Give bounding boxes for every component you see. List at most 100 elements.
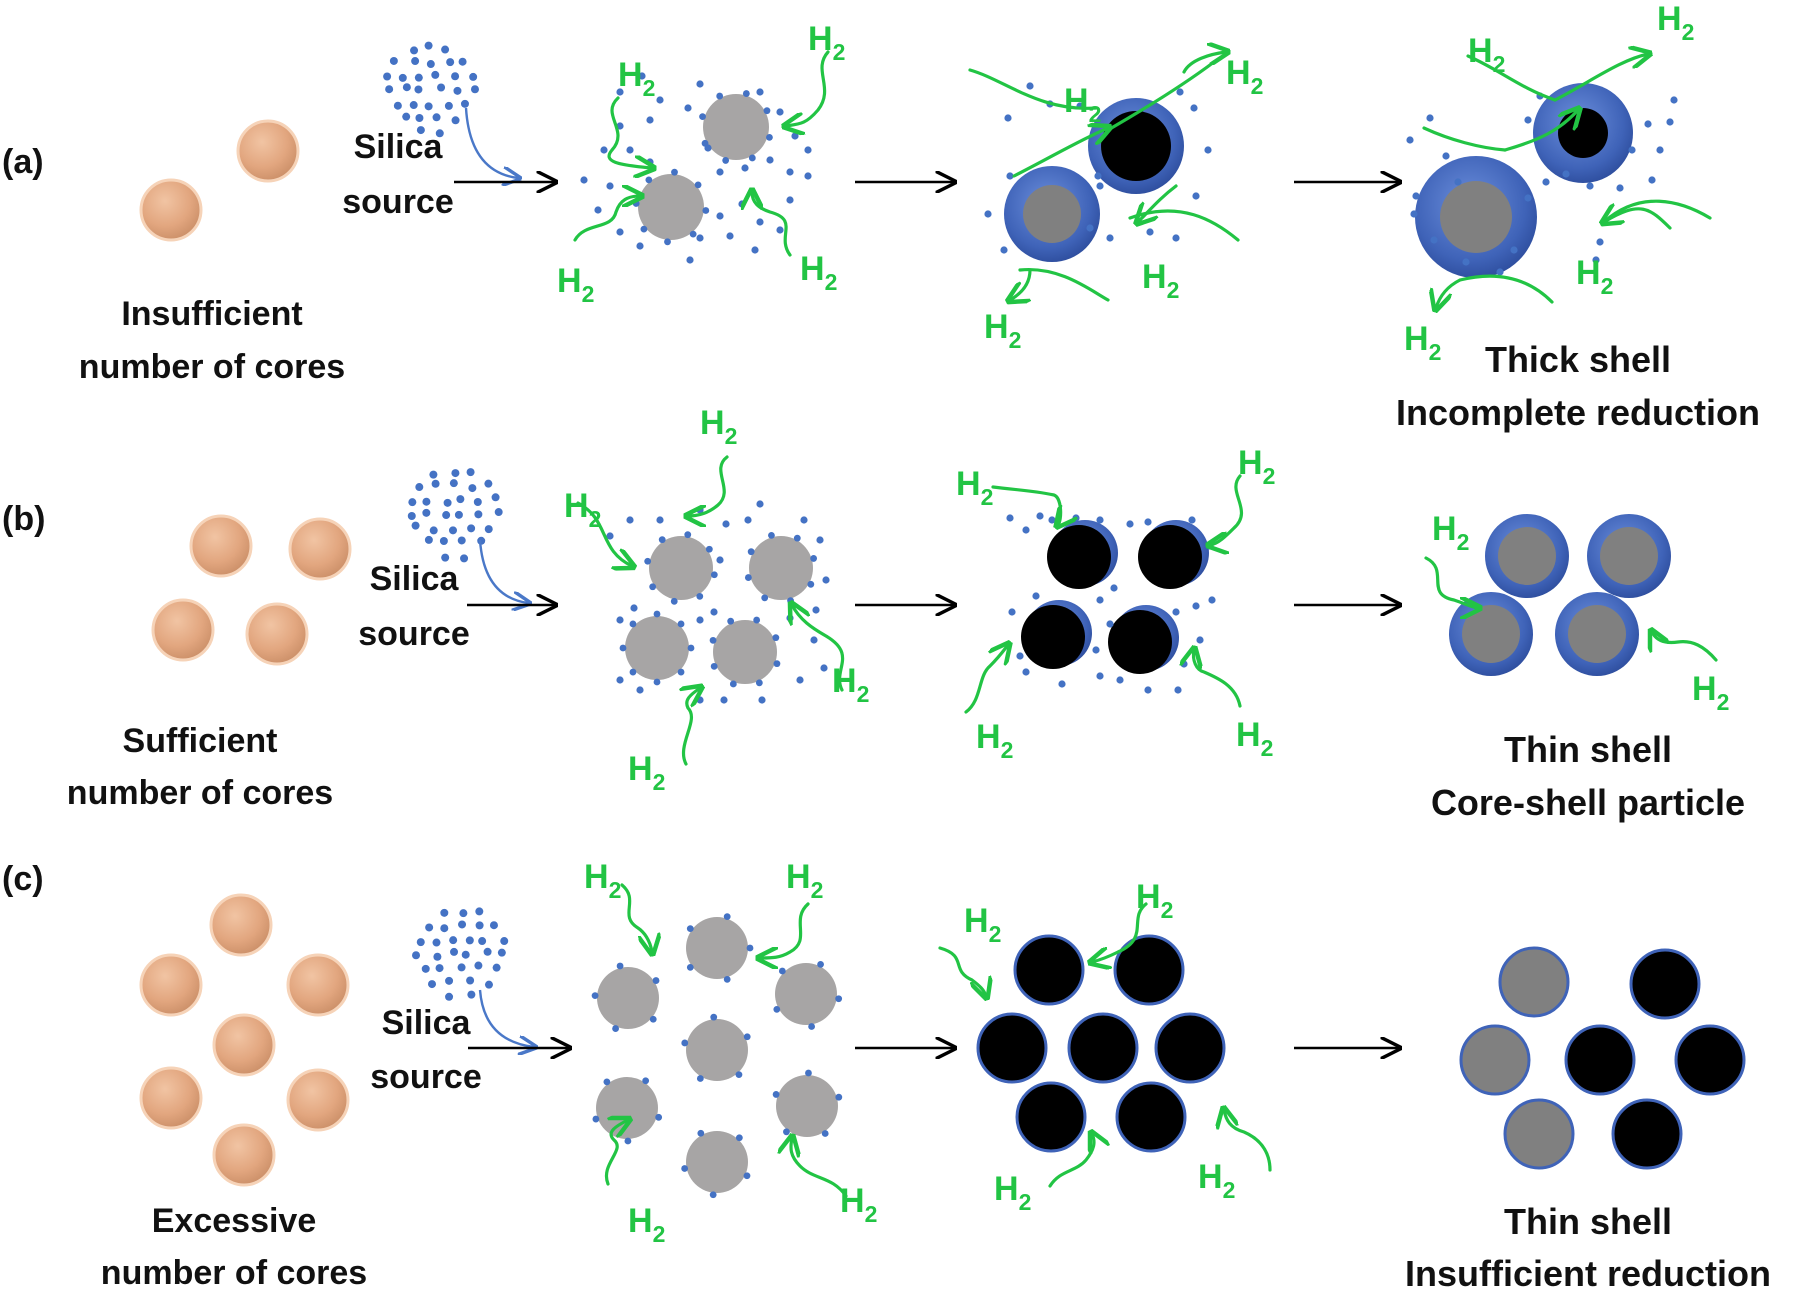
gray-core: [638, 174, 704, 240]
silica-dot: [689, 230, 697, 238]
silica-dot: [1008, 608, 1016, 616]
silica-dot: [1110, 584, 1118, 592]
h2-flow-arrow: [1138, 184, 1178, 222]
row-c-start-caption-1: Excessive: [152, 1202, 317, 1240]
silica-dot: [671, 168, 678, 176]
gray-core: [713, 620, 777, 684]
silica-dot: [435, 129, 444, 138]
silica-dot: [807, 580, 815, 588]
h2-flow-arrow: [752, 192, 792, 257]
h2-label: H2: [1064, 82, 1101, 127]
silica-dot: [1542, 178, 1550, 186]
silica-dot: [412, 951, 421, 960]
h2-flow-arrow: [1193, 650, 1242, 708]
silica-dot: [1524, 116, 1532, 124]
h2-label: H2: [584, 858, 621, 903]
silica-dot: [742, 90, 750, 97]
h2-label: H2: [1226, 54, 1263, 99]
silica-dot: [411, 57, 420, 66]
copper-core: [139, 953, 203, 1017]
silica-dot: [716, 556, 724, 564]
silica-dot: [489, 921, 498, 930]
silica-dot: [738, 200, 746, 208]
copper-core: [151, 598, 215, 662]
h2-flow-arrow: [1092, 902, 1148, 962]
silica-dot: [756, 500, 764, 508]
h2-flow-arrow: [620, 883, 652, 952]
silica-dot: [1004, 114, 1012, 122]
silica-dot: [460, 554, 469, 563]
silica-dot: [446, 58, 455, 67]
h2-flow-arrow: [604, 1120, 628, 1186]
reduced-core: [976, 1012, 1048, 1084]
silica-dot: [773, 1005, 781, 1013]
silica-dot: [1176, 88, 1184, 96]
silica-dot: [652, 977, 660, 984]
silica-dot: [500, 937, 509, 946]
silica-dot: [466, 976, 475, 985]
row-b-start-caption-1: Sufficient: [123, 722, 278, 760]
silica-dot: [421, 964, 430, 973]
silica-dot: [1406, 136, 1414, 144]
silica-dot: [424, 102, 433, 111]
gray-core: [775, 963, 837, 1025]
row-b-silica-label-1: Silica: [370, 560, 460, 598]
h2-label: H2: [1432, 510, 1469, 555]
reduced-core: [1154, 1012, 1226, 1084]
silica-dot: [494, 508, 503, 517]
silica-dot: [1442, 152, 1450, 160]
silica-dot: [753, 616, 761, 624]
silica-dot: [626, 146, 634, 154]
silica-dot: [402, 83, 411, 92]
silica-dot: [616, 676, 624, 684]
silica-dot: [448, 526, 457, 535]
h2-flow-arrow: [1652, 632, 1718, 662]
unreduced-core: [1462, 605, 1520, 663]
silica-dot: [1106, 234, 1114, 242]
silica-dot: [591, 992, 599, 1000]
h2-label: H2: [1576, 254, 1613, 299]
reduced-core: [1115, 1081, 1187, 1153]
silica-dot: [746, 944, 754, 952]
silica-dot: [483, 947, 492, 956]
h2-flow-arrow: [791, 1138, 848, 1198]
silica-dot: [619, 644, 627, 652]
reduced-core: [1021, 605, 1085, 669]
silica-dot: [1410, 210, 1418, 218]
silica-dot: [677, 668, 685, 676]
silica-dot: [776, 108, 784, 116]
silica-dot: [451, 72, 460, 81]
silica-dot: [630, 604, 638, 612]
silica-dot: [1644, 120, 1652, 128]
silica-dot: [1204, 146, 1212, 154]
silica-dot: [761, 594, 769, 602]
silica-dot: [1174, 686, 1182, 694]
h2-label: H2: [1142, 258, 1179, 303]
silica-dot: [1022, 668, 1030, 676]
h2-flow-arrow: [1012, 128, 1108, 178]
h2-flow-arrow: [607, 96, 652, 168]
silica-dot: [428, 980, 437, 989]
silica-dot: [743, 1033, 751, 1041]
reduced-core: [1047, 525, 1111, 589]
silica-dot: [748, 154, 756, 162]
copper-core: [286, 1068, 350, 1132]
silica-dot: [445, 992, 454, 1001]
silica-dot: [696, 80, 704, 88]
silica-dot: [716, 168, 724, 176]
silica-dot: [1656, 146, 1664, 154]
silica-dot: [686, 925, 694, 933]
unreduced-core: [1023, 185, 1081, 243]
silica-dot: [816, 536, 824, 544]
unreduced-core: [1459, 1024, 1531, 1096]
silica-dot: [484, 479, 493, 488]
row-c-tag: (c): [2, 860, 44, 898]
silica-dot: [467, 524, 476, 533]
copper-core: [245, 602, 309, 666]
silica-dot: [457, 536, 466, 545]
silica-dot: [786, 614, 794, 622]
h2-label: H2: [956, 465, 993, 510]
h2-flow-curve: [1458, 274, 1554, 304]
gray-core: [649, 536, 713, 600]
h2-label: H2: [628, 750, 665, 795]
